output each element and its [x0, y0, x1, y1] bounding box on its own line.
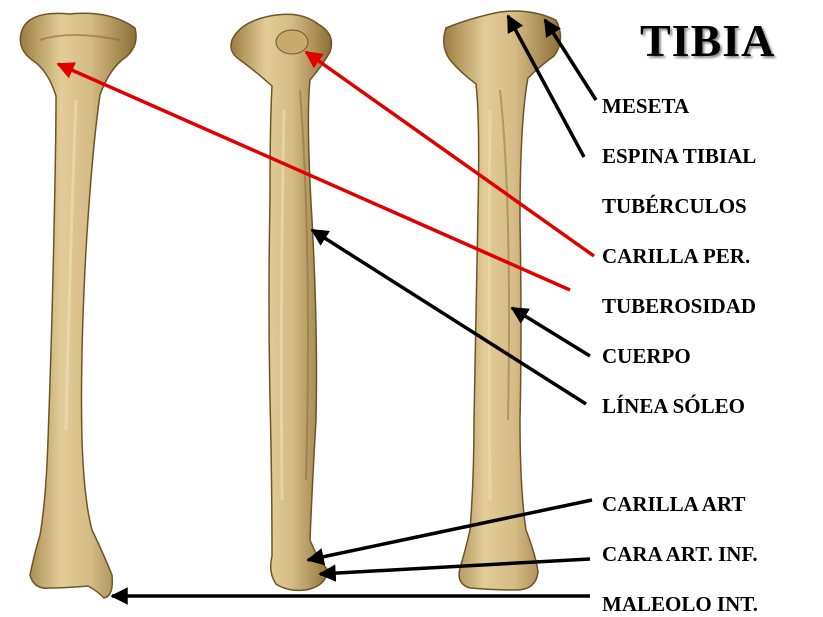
- tibia-left-bone: [20, 13, 136, 598]
- tibia-right-bone: [444, 11, 561, 590]
- tibia-left-view: [20, 13, 136, 598]
- leader-linea-soleo: [312, 230, 586, 404]
- label-maleolo-int: MALEOLO INT.: [602, 592, 758, 616]
- label-espina-tibial: ESPINA TIBIAL: [602, 144, 756, 168]
- label-tuberculos: TUBÉRCULOS: [602, 194, 747, 218]
- leader-cuerpo: [512, 308, 590, 356]
- tibia-middle-view: [231, 14, 332, 590]
- label-linea-soleo: LÍNEA SÓLEO: [602, 394, 745, 418]
- leader-carilla-art: [308, 500, 592, 560]
- label-cuerpo: CUERPO: [602, 344, 691, 368]
- leader-cara-art-inf: [320, 559, 590, 574]
- leader-carilla-per: [306, 52, 594, 256]
- leader-meseta: [545, 20, 596, 100]
- tibia-right-view: [444, 11, 561, 590]
- label-meseta: MESETA: [602, 94, 689, 118]
- diagram-title: TIBIA: [640, 14, 775, 67]
- label-tuberosidad: TUBEROSIDAD: [602, 294, 756, 318]
- label-carilla-per: CARILLA PER.: [602, 244, 750, 268]
- label-carilla-art: CARILLA ART: [602, 492, 745, 516]
- label-cara-art-inf: CARA ART. INF.: [602, 542, 758, 566]
